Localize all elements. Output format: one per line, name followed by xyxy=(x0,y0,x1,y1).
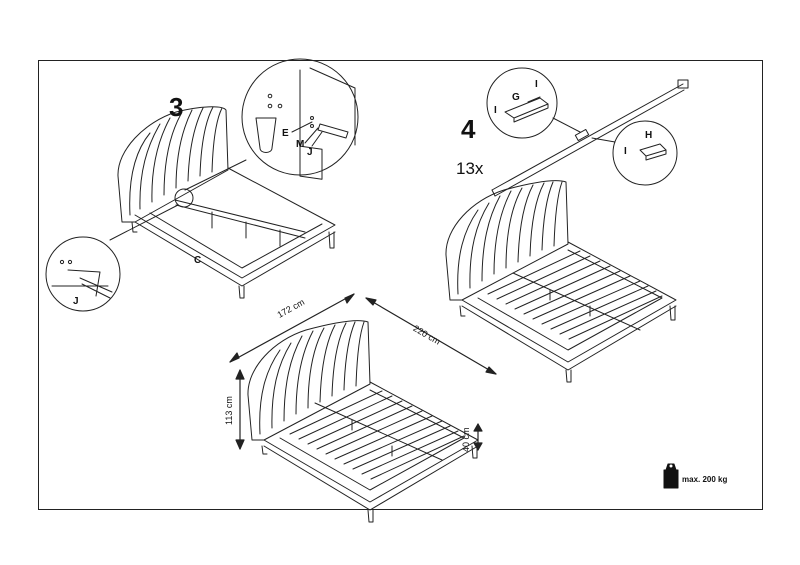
part-label-j-left: J xyxy=(73,296,79,307)
max-load-label: max. 200 kg xyxy=(682,475,728,484)
part-label-i-a: I xyxy=(535,79,538,90)
step-4-number: 4 xyxy=(461,114,476,144)
part-label-e: E xyxy=(282,128,289,139)
dimension-height: 113 cm xyxy=(224,396,234,425)
part-label-i-c: I xyxy=(624,146,627,157)
step3-bed-drawing xyxy=(118,107,335,298)
page-border xyxy=(38,60,763,510)
dimension-leg-height: 40 cm xyxy=(461,427,471,452)
part-label-j-top: J xyxy=(307,147,313,158)
part-label-m: M xyxy=(296,139,305,150)
step4-bed-drawing xyxy=(446,181,676,382)
part-label-h: H xyxy=(645,130,653,141)
step3-detail-top xyxy=(185,59,358,190)
dimensioned-bed-drawing xyxy=(248,321,478,522)
step3-detail-left xyxy=(46,205,178,311)
step-3-number: 3 xyxy=(169,92,184,122)
step4-strap-drawing xyxy=(487,68,688,196)
weight-icon xyxy=(664,464,678,488)
slat-quantity: 13x xyxy=(456,159,484,178)
dimension-lines xyxy=(230,294,496,450)
part-label-g: G xyxy=(512,92,520,103)
part-label-i-b: I xyxy=(494,105,497,116)
part-label-c: C xyxy=(194,255,202,266)
